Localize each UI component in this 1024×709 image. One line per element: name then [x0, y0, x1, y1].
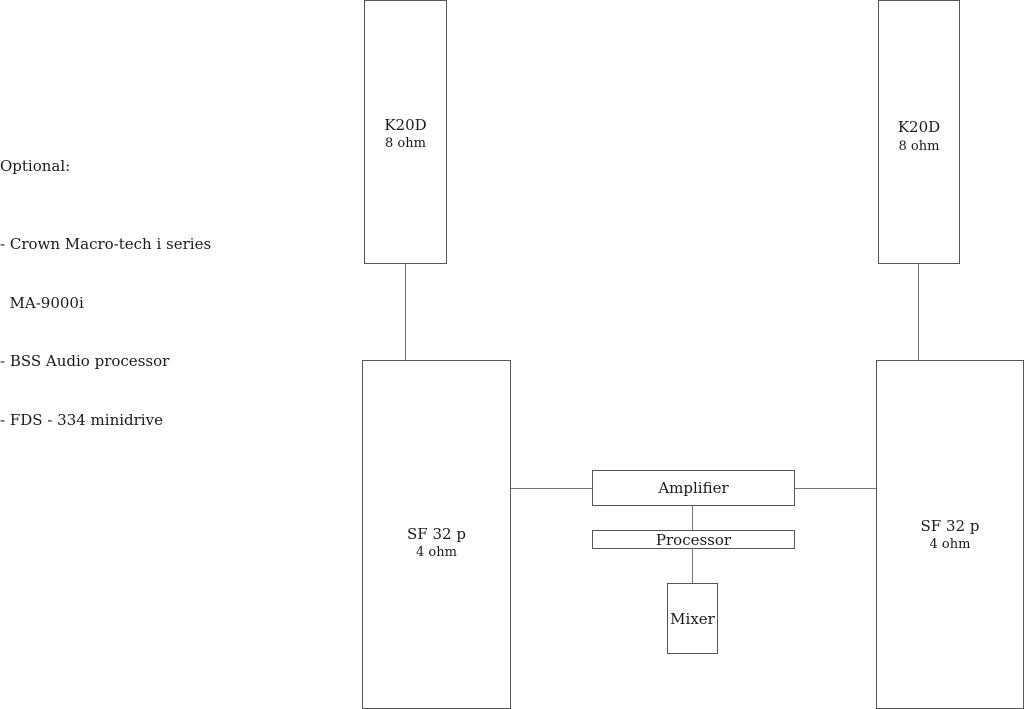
speaker-left-top: K20D 8 ohm	[364, 0, 447, 264]
subwoofer-name: SF 32 p	[407, 525, 466, 543]
mixer-label: Mixer	[670, 610, 715, 628]
optional-notes: Optional: - Crown Macro-tech i series MA…	[0, 118, 211, 450]
subwoofer-impedance: 4 ohm	[416, 545, 457, 560]
subwoofer-impedance: 4 ohm	[929, 537, 971, 552]
mixer-box: Mixer	[667, 583, 718, 654]
processor-label: Processor	[655, 531, 732, 549]
connector-left-sub-to-amplifier	[510, 488, 593, 489]
connector-left-top-to-sub	[405, 263, 406, 360]
notes-item: MA-9000i	[0, 293, 84, 312]
speaker-impedance: 8 ohm	[385, 136, 426, 151]
subwoofer-right: SF 32 p 4 ohm	[876, 360, 1024, 709]
connector-right-top-to-sub	[918, 263, 919, 360]
speaker-right-top: K20D 8 ohm	[878, 0, 960, 264]
subwoofer-left: SF 32 p 4 ohm	[362, 360, 511, 709]
subwoofer-name: SF 32 p	[920, 517, 980, 535]
notes-title: Optional:	[0, 157, 71, 175]
processor-box: Processor	[592, 530, 795, 549]
amplifier-label: Amplifier	[658, 479, 729, 497]
speaker-name: K20D	[384, 116, 427, 134]
connector-amplifier-to-processor	[692, 506, 693, 530]
amplifier-box: Amplifier	[592, 470, 795, 506]
speaker-impedance: 8 ohm	[898, 139, 940, 154]
connector-amplifier-to-right-sub	[794, 488, 876, 489]
notes-item: - FDS - 334 minidrive	[0, 410, 163, 429]
connector-processor-to-mixer	[692, 548, 693, 583]
notes-item: - BSS Audio processor	[0, 352, 170, 370]
notes-item: - Crown Macro-tech i series	[0, 235, 212, 253]
speaker-name: K20D	[897, 118, 941, 136]
